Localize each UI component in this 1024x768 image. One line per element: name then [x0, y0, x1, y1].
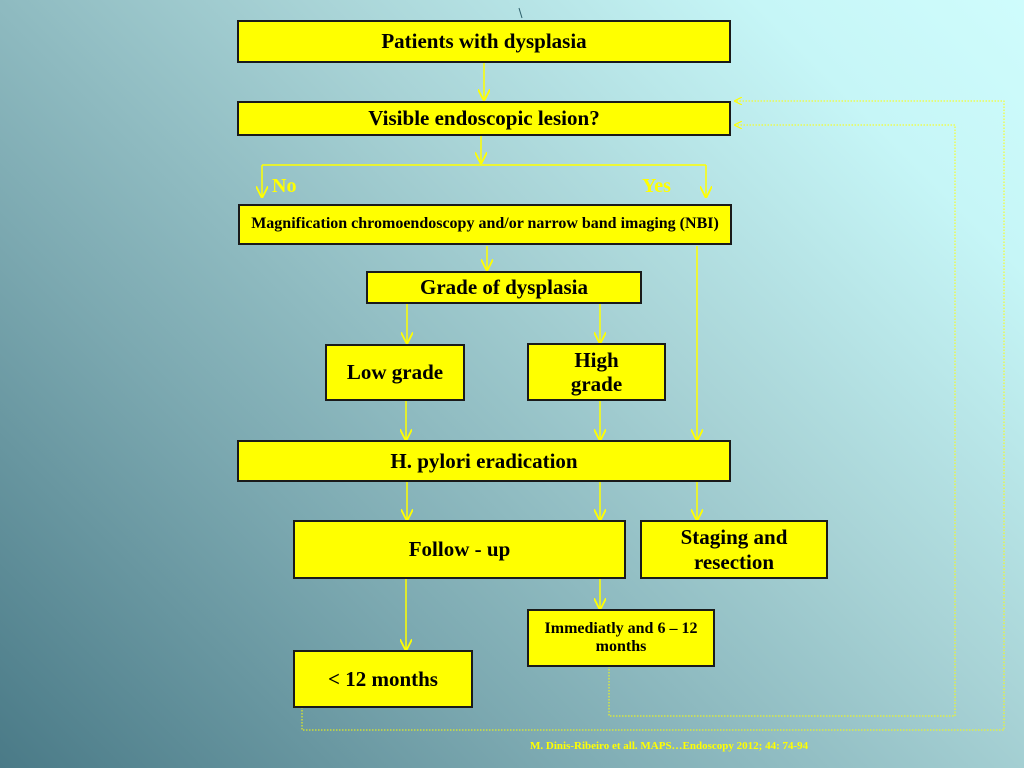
lt-12-months-label: < 12 months: [328, 666, 438, 691]
follow-up-label: Follow - up: [408, 537, 511, 562]
patients-box: Patients with dysplasia: [237, 20, 731, 63]
visible-lesion-box: Visible endoscopic lesion?: [237, 101, 731, 136]
grade-label: Grade of dysplasia: [419, 275, 589, 300]
immediately-label: Immediatly and 6 – 12 months: [544, 619, 698, 655]
immediately-box: Immediatly and 6 – 12 months: [527, 609, 715, 667]
lt-12-months-box: < 12 months: [293, 650, 473, 708]
h-pylori-box: H. pylori eradication: [237, 440, 731, 482]
h-pylori-label: H. pylori eradication: [390, 448, 578, 473]
high-grade-label: High grade: [570, 347, 623, 396]
label-yes: Yes: [642, 175, 671, 197]
follow-up-box: Follow - up: [293, 520, 626, 579]
magnification-label: Magnification chromoendoscopy and/or nar…: [251, 215, 719, 233]
low-grade-box: Low grade: [325, 344, 465, 401]
loop-immediately: [608, 125, 956, 717]
magnification-box: Magnification chromoendoscopy and/or nar…: [238, 204, 732, 245]
loop-lt12: [301, 101, 1005, 731]
grade-box: Grade of dysplasia: [366, 271, 642, 304]
staging-box: Staging and resection: [640, 520, 828, 579]
high-grade-box: High grade: [527, 343, 666, 401]
staging-label: Staging and resection: [680, 525, 788, 574]
patients-label: Patients with dysplasia: [381, 29, 587, 54]
visible-lesion-label: Visible endoscopic lesion?: [368, 106, 600, 131]
citation: M. Dinis-Ribeiro et all. MAPS…Endoscopy …: [530, 740, 809, 752]
low-grade-label: Low grade: [346, 360, 444, 385]
top-tick: [518, 7, 523, 19]
label-no: No: [272, 175, 297, 197]
